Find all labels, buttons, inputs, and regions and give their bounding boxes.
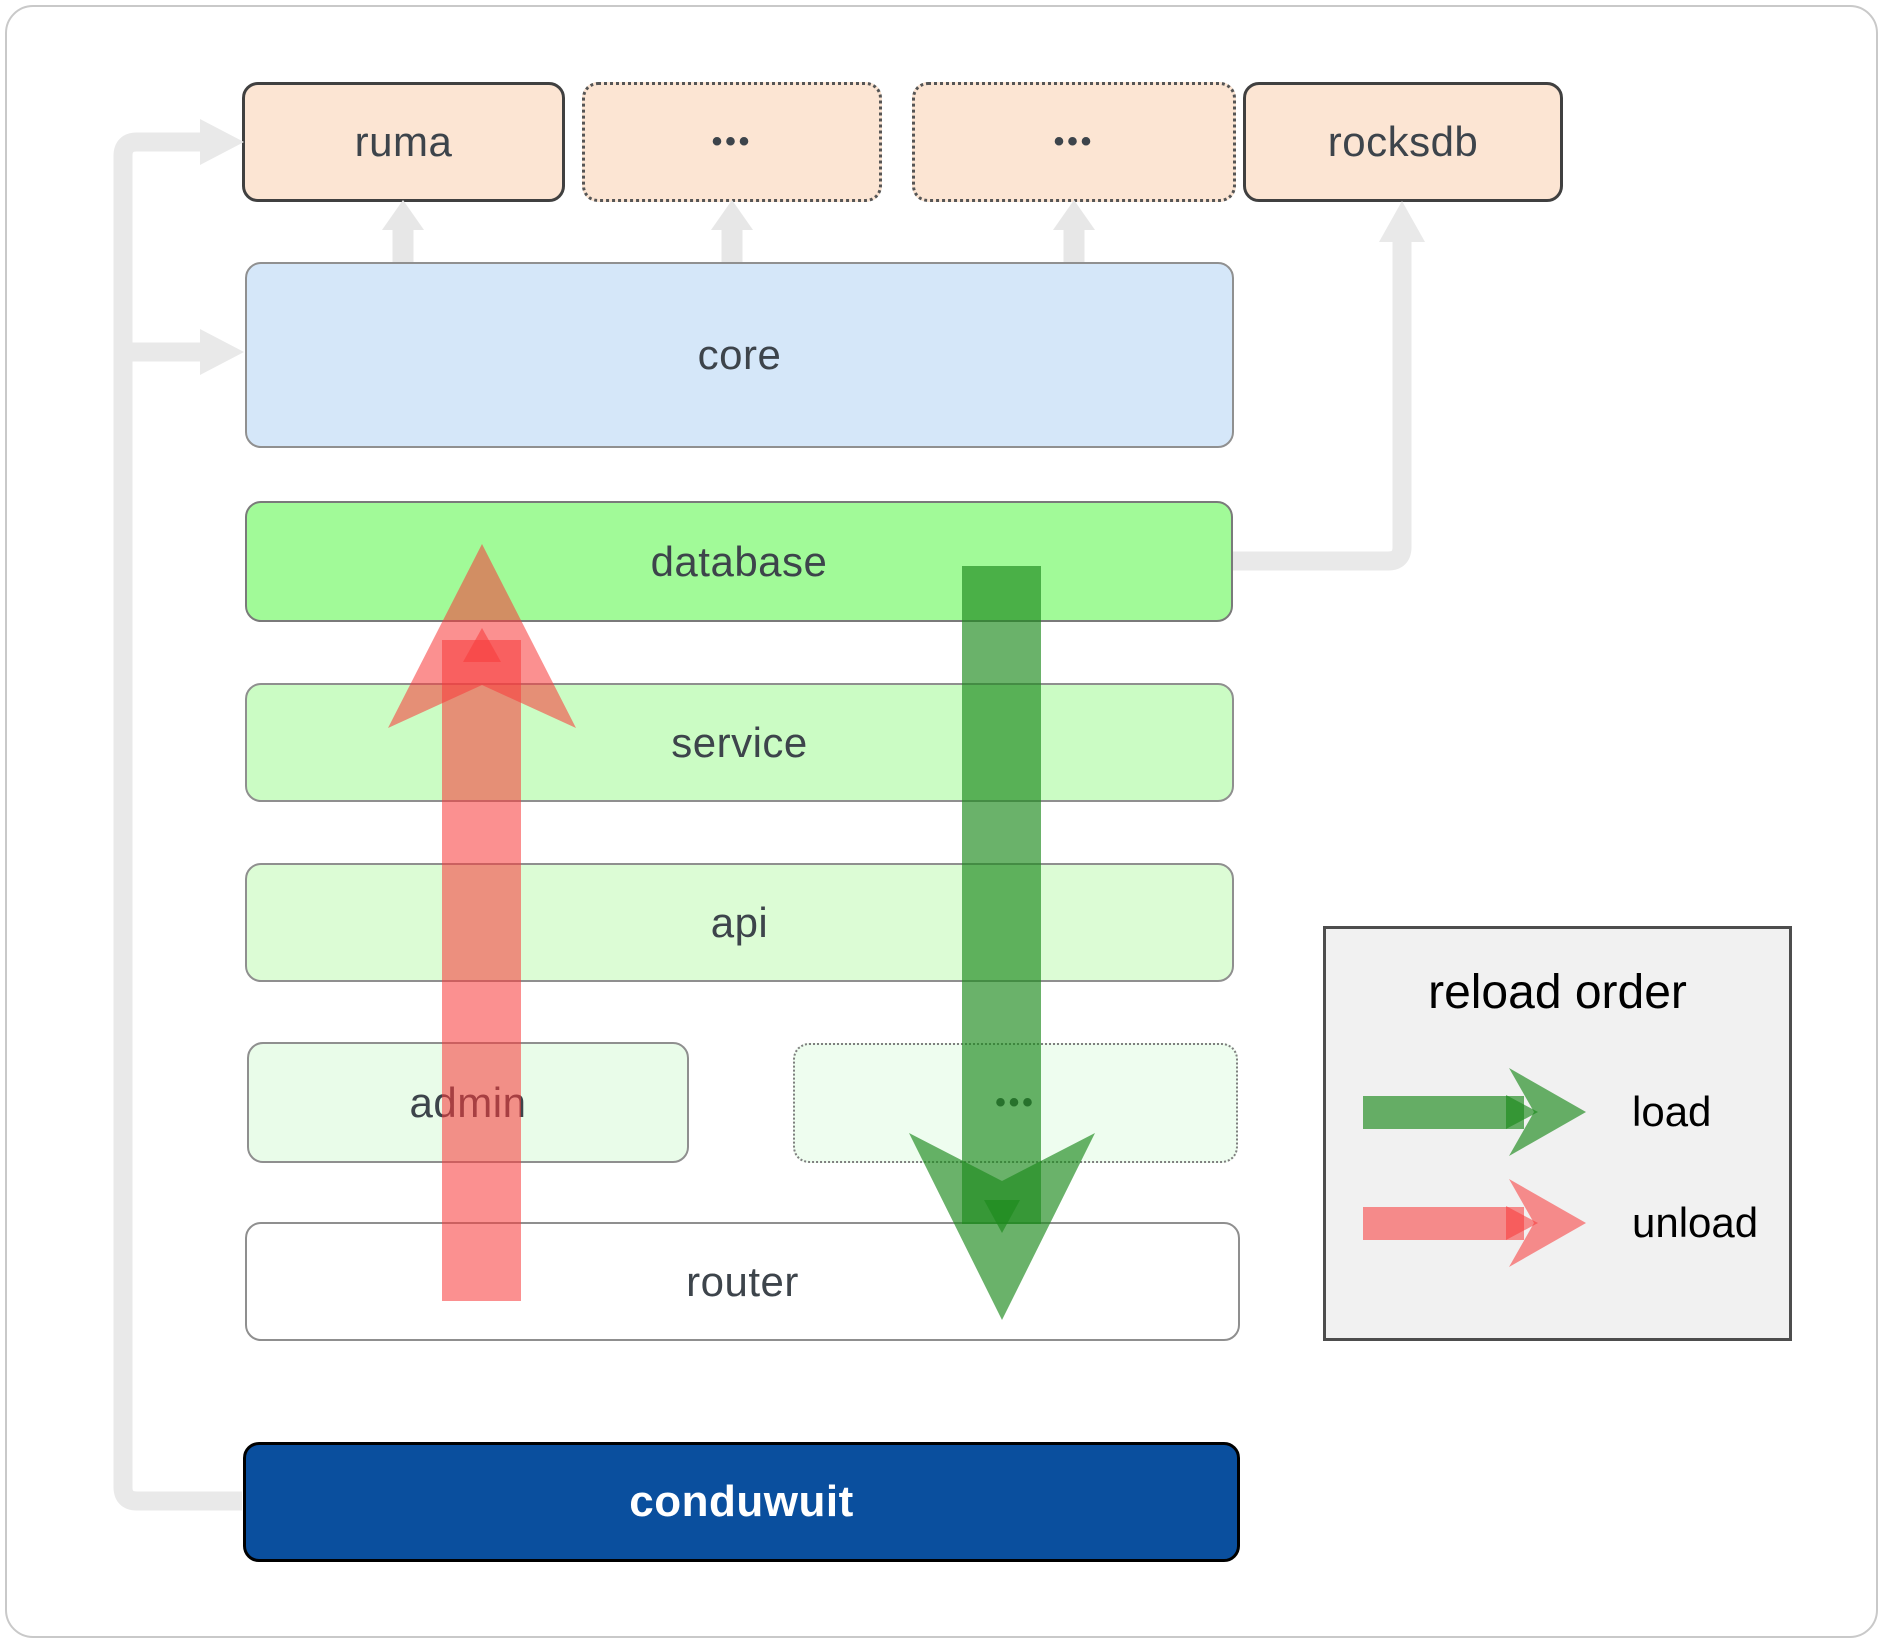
box-conduwuit-label: conduwuit bbox=[629, 1477, 854, 1526]
box-ellipsis-top-1-label: ••• bbox=[711, 125, 753, 158]
box-router: router bbox=[245, 1222, 1240, 1341]
small-arrowhead-icon bbox=[382, 200, 424, 230]
box-database: database bbox=[245, 501, 1233, 622]
legend-load-label: load bbox=[1632, 1088, 1712, 1135]
box-service: service bbox=[245, 683, 1234, 802]
arrowhead-into-rocksdb-icon bbox=[1379, 201, 1425, 242]
box-admin-label: admin bbox=[409, 1078, 527, 1126]
small-arrowhead-icon bbox=[1053, 200, 1095, 230]
box-conduwuit: conduwuit bbox=[243, 1442, 1240, 1562]
box-database-label: database bbox=[650, 537, 828, 585]
box-ellipsis-admin-row-label: ••• bbox=[995, 1086, 1036, 1119]
box-api-label: api bbox=[710, 898, 769, 946]
box-ellipsis-top-2: ••• bbox=[912, 82, 1236, 202]
legend-unload-label: unload bbox=[1632, 1199, 1759, 1246]
arrowhead-into-ruma-icon bbox=[200, 119, 244, 165]
legend-reload-order: reload order bbox=[1323, 926, 1792, 1341]
box-service-label: service bbox=[671, 718, 808, 766]
small-arrowhead-icon bbox=[711, 200, 753, 230]
connector-conduwuit-to-ruma bbox=[113, 132, 242, 1511]
box-router-label: router bbox=[686, 1257, 799, 1305]
box-ruma-label: ruma bbox=[354, 118, 453, 165]
core-to-top-arrows bbox=[382, 200, 1095, 262]
unload-arrow-inner-tip-icon bbox=[463, 628, 501, 662]
box-ellipsis-admin-row: ••• bbox=[793, 1043, 1238, 1163]
box-rocksdb: rocksdb bbox=[1243, 82, 1563, 202]
legend-title: reload order bbox=[1428, 966, 1687, 1019]
box-ellipsis-top-2-label: ••• bbox=[1053, 125, 1095, 158]
box-ellipsis-top-1: ••• bbox=[582, 82, 882, 202]
box-ruma: ruma bbox=[242, 82, 565, 202]
box-api: api bbox=[245, 863, 1234, 982]
arrowhead-into-core-icon bbox=[200, 329, 244, 375]
box-core-label: core bbox=[697, 331, 782, 378]
connector-database-to-rocksdb bbox=[1233, 242, 1412, 571]
box-rocksdb-label: rocksdb bbox=[1327, 118, 1479, 165]
box-admin: admin bbox=[247, 1042, 689, 1163]
outer-frame bbox=[5, 5, 1878, 1638]
box-core: core bbox=[245, 262, 1234, 448]
